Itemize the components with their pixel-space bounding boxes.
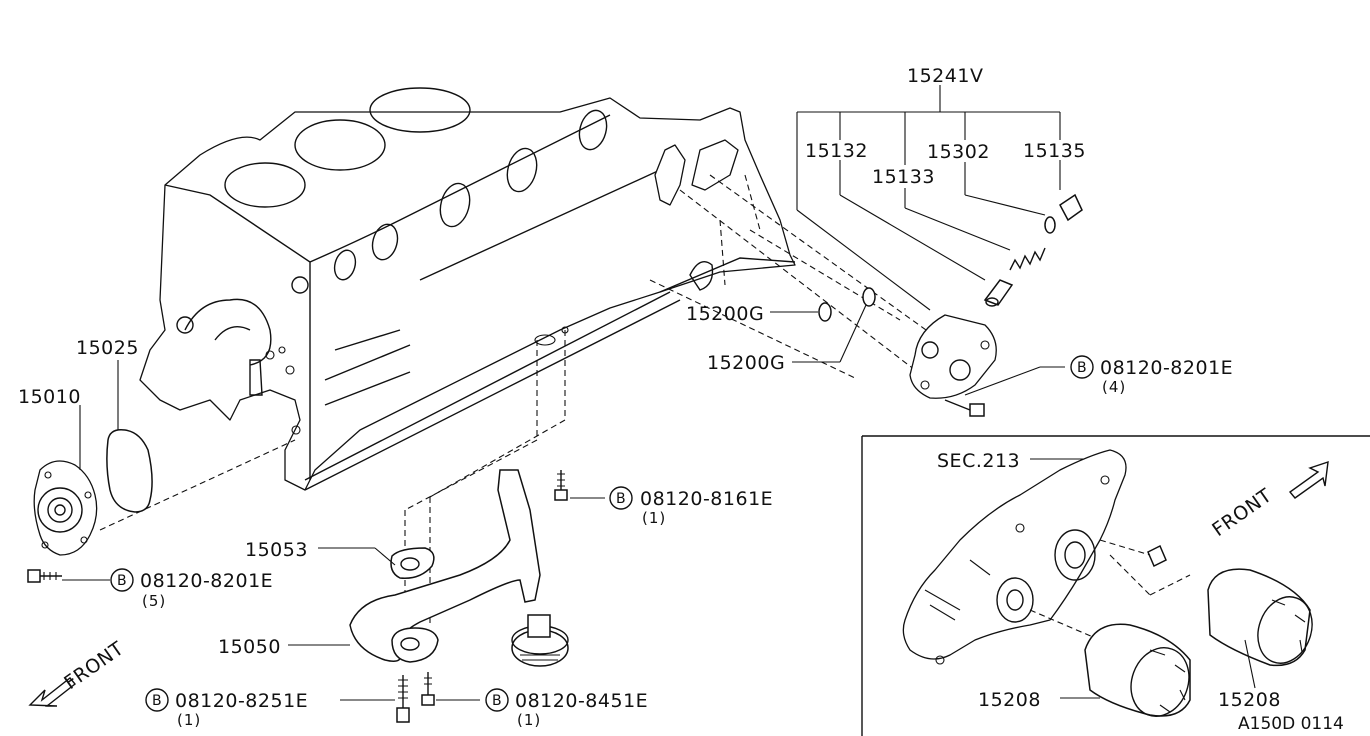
oil-pump (33, 460, 98, 556)
bolt-qty-5: (1) (517, 711, 541, 729)
label-15025: 15025 (76, 337, 139, 359)
svg-text:B: B (152, 693, 162, 709)
relief-valve-cover (909, 314, 997, 399)
svg-text:B: B (616, 491, 626, 507)
bolt-code-3: 08120-8201E (140, 570, 273, 592)
label-15135: 15135 (1023, 140, 1086, 162)
bolt-qty-4: (1) (177, 711, 201, 729)
relief-plug (1059, 193, 1083, 222)
label-15200g-a: 15200G (686, 303, 764, 325)
bolt-icon (421, 672, 435, 706)
engine-block (139, 87, 796, 491)
label-15241v: 15241V (907, 65, 983, 87)
label-sec213: SEC.213 (937, 450, 1020, 472)
bolt-code-1: 08120-8201E (1100, 357, 1233, 379)
bolt-symbol-1: B (1070, 355, 1094, 379)
bolt-code-5: 08120-8451E (515, 690, 648, 712)
bolt-icon (944, 399, 985, 417)
relief-spring (1009, 247, 1046, 271)
label-15302: 15302 (927, 141, 990, 163)
front-arrow-icon: FRONT (1208, 460, 1329, 541)
oil-filter-icon (1084, 623, 1191, 717)
label-15050: 15050 (218, 636, 281, 658)
label-15208-b: 15208 (1218, 689, 1281, 711)
bolt-qty-3: (5) (142, 592, 166, 610)
bolt-qty-1: (4) (1102, 378, 1126, 396)
bolt-symbol-3: B (110, 568, 134, 592)
svg-text:B: B (117, 573, 127, 589)
diagram-id: A150D 0114 (1238, 714, 1344, 734)
relief-valve (983, 279, 1014, 307)
callout-leaders (62, 85, 1065, 701)
label-15132: 15132 (805, 140, 868, 162)
oil-filter-inset: SEC.213 15208 15208 (861, 435, 1370, 736)
bolt-symbol-5: B (485, 688, 509, 712)
o-ring (862, 287, 876, 307)
oil-filter-icon (1207, 568, 1313, 667)
relief-washer (1044, 216, 1056, 234)
bolt-symbol-letter: B (1077, 360, 1087, 376)
bolt-icon (396, 675, 410, 723)
inset-front-label: FRONT (1208, 484, 1276, 541)
label-15053: 15053 (245, 539, 308, 561)
bolt-symbol-2: B (609, 486, 633, 510)
bolt-qty-2: (1) (642, 509, 666, 527)
front-label: FRONT (60, 637, 128, 694)
bolt-icon (554, 470, 568, 501)
front-arrow-icon: FRONT (28, 637, 128, 707)
label-15208-a: 15208 (978, 689, 1041, 711)
label-15010: 15010 (18, 386, 81, 408)
label-15133: 15133 (872, 166, 935, 188)
svg-text:B: B (492, 693, 502, 709)
bolt-code-4: 08120-8251E (175, 690, 308, 712)
oil-strainer (349, 469, 569, 667)
pump-gasket (106, 428, 153, 513)
bolt-icon (27, 569, 62, 583)
bolt-code-2: 08120-8161E (640, 488, 773, 510)
bolt-symbol-4: B (145, 688, 169, 712)
label-15200g-b: 15200G (707, 352, 785, 374)
o-ring (818, 302, 832, 322)
